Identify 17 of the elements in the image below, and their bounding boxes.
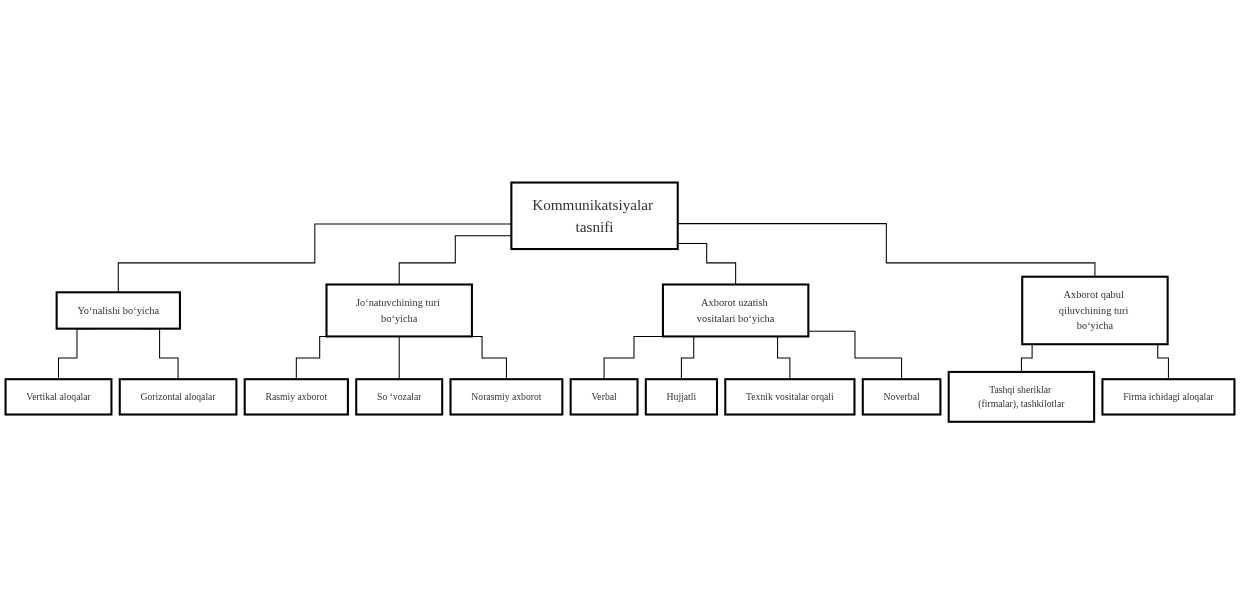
node-box: So ‘vozalar	[355, 378, 444, 416]
node-box: Axborot uzatish vositalari bo‘yicha	[661, 283, 810, 338]
node-box: Axborot qabul qiluvchining turi bo‘yicha	[1021, 276, 1169, 346]
node-box: Yo‘nalishi bo‘yicha	[55, 291, 181, 331]
node-box: Texnik vositalar orqali	[724, 378, 856, 416]
node-box: Norasmiy axborot	[449, 378, 564, 416]
node-box: Kommunikatsiyalar tasnifi	[510, 181, 679, 251]
node-box: Gorizontal aloqalar	[118, 378, 238, 416]
node-box: Firma ichidagi aloqalar	[1101, 378, 1236, 416]
node-box: Vertikal aloqalar	[4, 378, 113, 416]
node-box: Rasmiy axborot	[243, 378, 349, 416]
node-box: Verbal	[569, 378, 639, 416]
node-box: Jo‘natuvchining turi bo‘yicha	[325, 283, 473, 338]
node-box: Hujjatli	[644, 378, 718, 416]
node-box: Noverbal	[861, 378, 942, 416]
connector	[677, 223, 1096, 278]
node-box: Tashqi sheriklar (firmalar), tashkilotlar	[947, 371, 1096, 424]
